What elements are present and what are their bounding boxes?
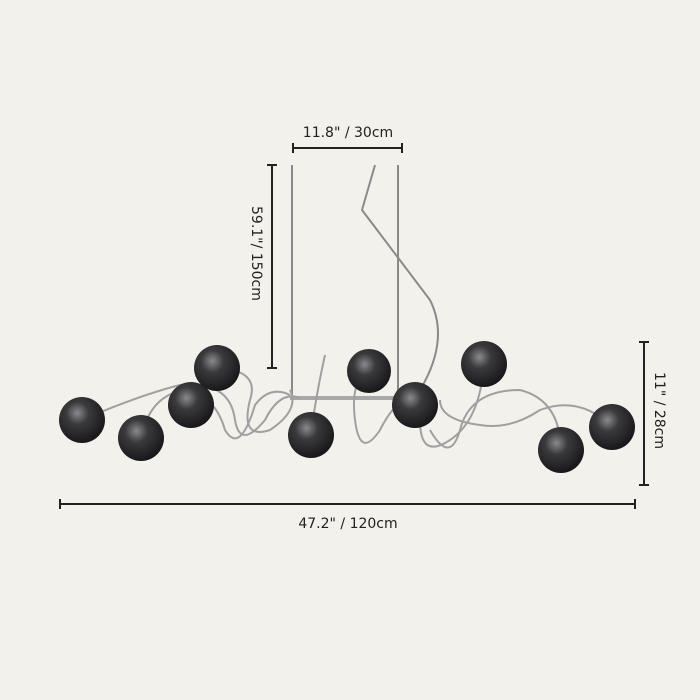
globe bbox=[589, 404, 635, 450]
glass-globes bbox=[59, 341, 635, 473]
suspension-wires bbox=[291, 164, 439, 395]
globe bbox=[288, 412, 334, 458]
globe bbox=[59, 397, 105, 443]
width-top-label: 11.8" / 30cm bbox=[303, 125, 393, 141]
dimension-total-width bbox=[59, 499, 636, 509]
globe bbox=[118, 415, 164, 461]
globe bbox=[461, 341, 507, 387]
dimension-width-top bbox=[292, 143, 403, 153]
globe bbox=[194, 345, 240, 391]
globe bbox=[392, 382, 438, 428]
globe bbox=[538, 427, 584, 473]
globe bbox=[347, 349, 391, 393]
dimension-fixture-height bbox=[639, 341, 649, 486]
globe bbox=[168, 382, 214, 428]
drop-height-label: 59.1"/ 150cm bbox=[248, 206, 264, 301]
dimension-drop-height bbox=[267, 164, 277, 369]
total-width-label: 47.2" / 120cm bbox=[298, 516, 397, 532]
fixture-height-label: 11" / 28cm bbox=[651, 372, 667, 449]
